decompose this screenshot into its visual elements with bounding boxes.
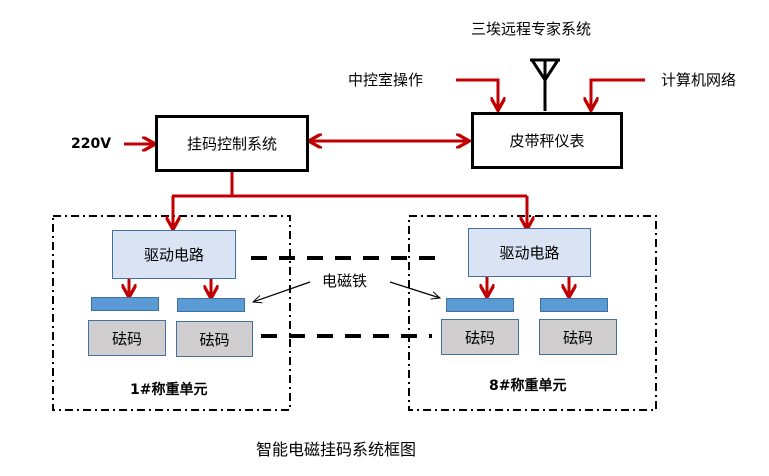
- unit-8-weight-b[interactable]: 砝码: [539, 319, 617, 355]
- weight-label: 砝码: [562, 328, 593, 347]
- unit-8-frame: [408, 215, 657, 411]
- unit-8-weight-a[interactable]: 砝码: [441, 319, 519, 355]
- unit-8-electromagnet-b: [540, 298, 608, 312]
- unit-1-drive-circuit[interactable]: 驱动电路: [112, 230, 236, 279]
- antenna-icon: [530, 58, 560, 111]
- unit-1-name-text: 1#称重单元: [130, 382, 208, 398]
- weight-label: 砝码: [199, 330, 230, 349]
- unit-1-weight-b[interactable]: 砝码: [176, 321, 253, 357]
- unit-1-name: 1#称重单元: [130, 381, 207, 399]
- central-control-arrow: [456, 78, 498, 109]
- weight-label: 砝码: [111, 329, 142, 348]
- belt-scale-label: 皮带秤仪表: [509, 132, 585, 150]
- computer-network-arrow: [591, 78, 645, 109]
- unit-8-name: 8#称重单元: [489, 377, 566, 395]
- control-system-box[interactable]: 挂码控制系统: [155, 115, 309, 172]
- unit-8-electromagnet-a: [446, 298, 514, 312]
- drive-circuit-label: 驱动电路: [499, 244, 560, 262]
- unit-8-name-text: 8#称重单元: [489, 378, 567, 394]
- diagram-title: 智能电磁挂码系统框图: [256, 440, 417, 459]
- computer-network-label: 计算机网络: [661, 71, 737, 89]
- electromagnet-pointer-left: [253, 281, 311, 302]
- power-label: 220V: [71, 136, 112, 152]
- unit-1-electromagnet-b: [177, 298, 245, 312]
- electromagnet-label: 电磁铁: [322, 272, 368, 290]
- weight-label: 砝码: [464, 328, 495, 347]
- drive-circuit-label: 驱动电路: [143, 246, 204, 264]
- control-system-label: 挂码控制系统: [186, 135, 277, 153]
- unit-1-weight-a[interactable]: 砝码: [88, 320, 166, 356]
- central-control-label: 中控室操作: [348, 71, 424, 89]
- belt-scale-box[interactable]: 皮带秤仪表: [471, 112, 623, 169]
- remote-expert-label: 三埃远程专家系统: [471, 20, 592, 38]
- electromagnet-pointer-right: [389, 281, 440, 298]
- unit-8-drive-circuit[interactable]: 驱动电路: [468, 228, 591, 277]
- unit-1-electromagnet-a: [91, 297, 159, 311]
